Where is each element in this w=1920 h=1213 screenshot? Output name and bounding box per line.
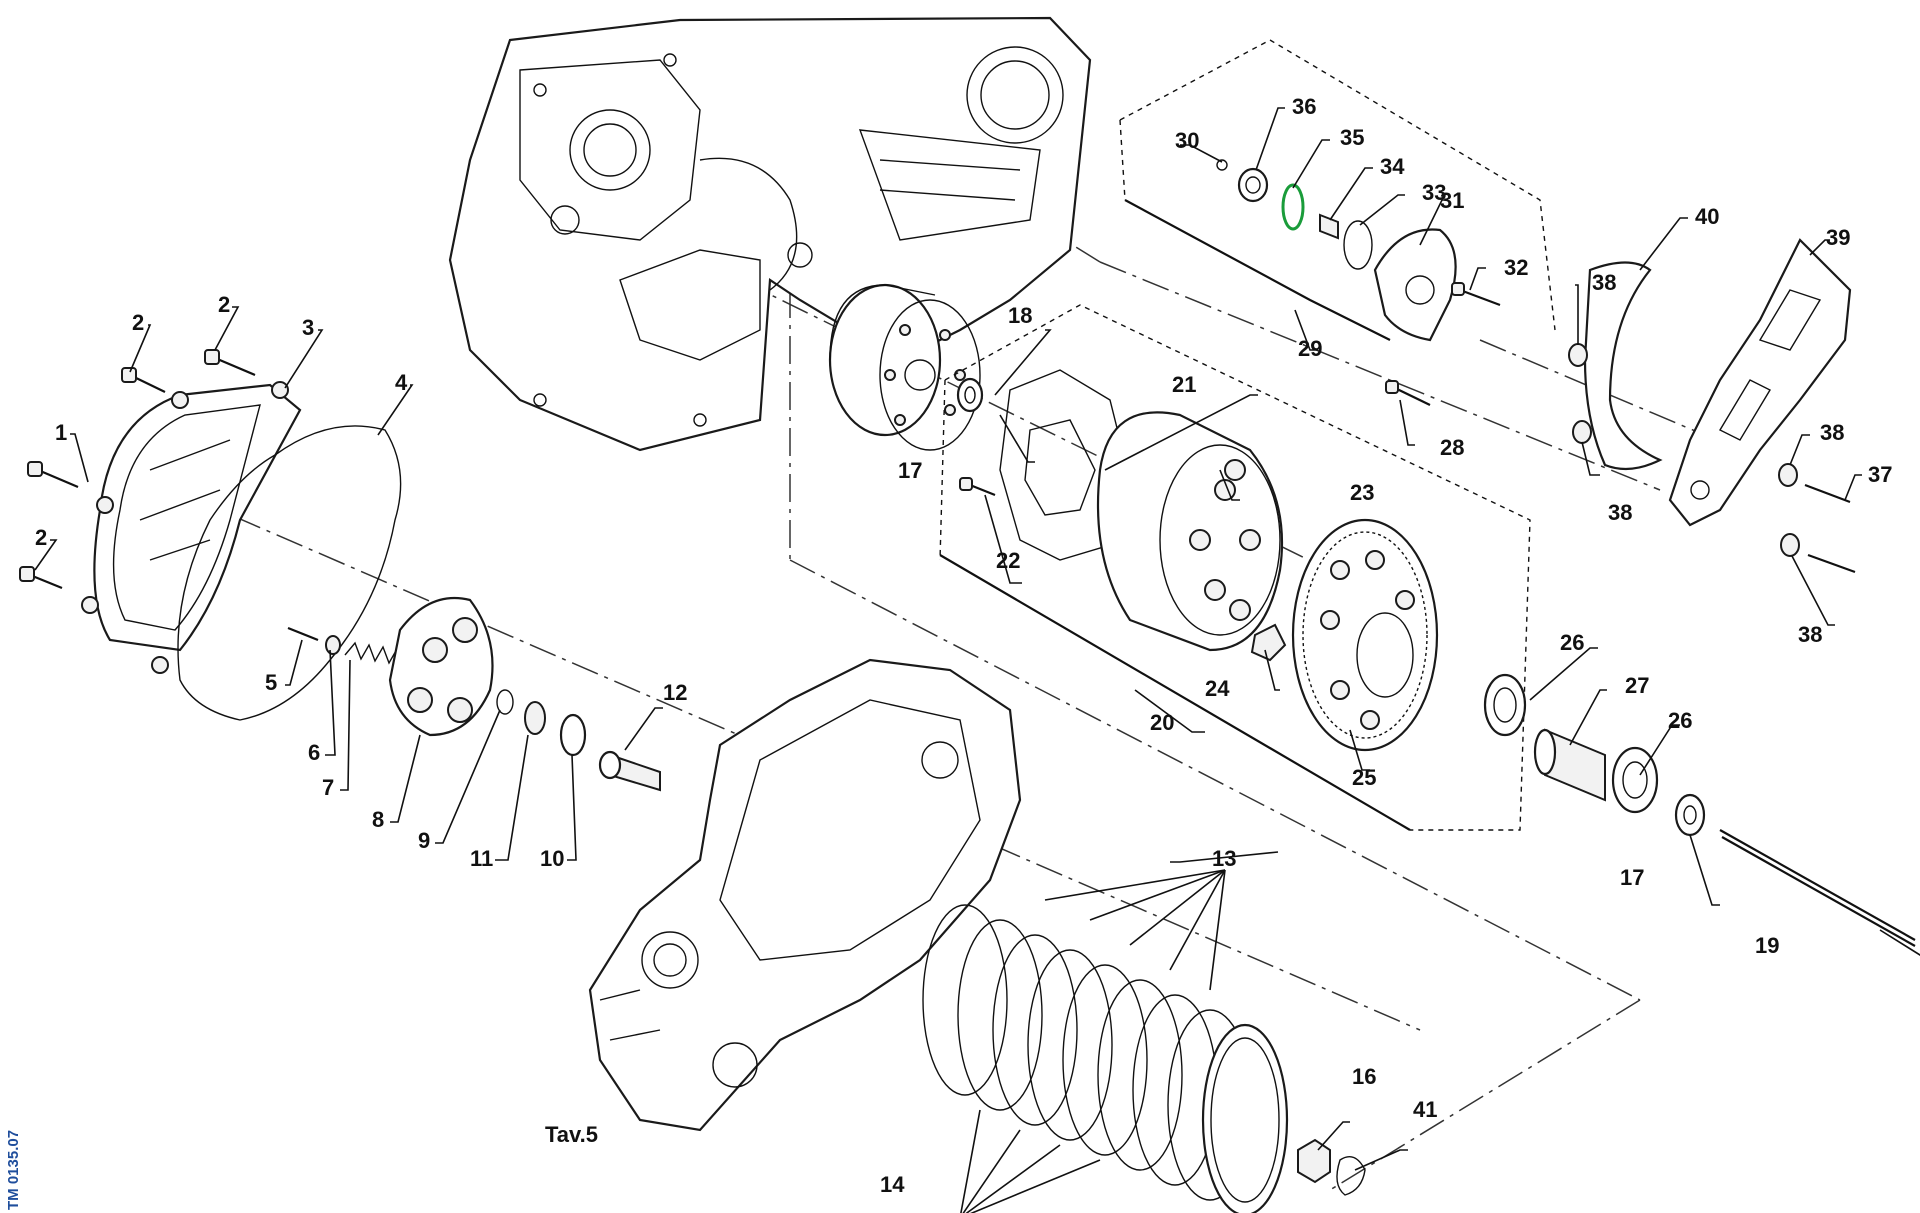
callout-6: 6	[308, 740, 320, 765]
lock-washer-41	[1336, 1156, 1366, 1196]
callout-37: 37	[1868, 462, 1892, 487]
screw-2-upper-left	[121, 367, 166, 393]
callout-30: 30	[1175, 128, 1199, 153]
callout-34: 34	[1380, 154, 1405, 179]
callout-19: 19	[1755, 933, 1779, 958]
callout-17: 17	[898, 458, 922, 483]
callout-38: 38	[1820, 420, 1844, 445]
clutch-plate-pack	[922, 904, 1289, 1213]
screws-37	[1804, 483, 1856, 574]
cover-gasket	[177, 425, 402, 721]
callout-39: 39	[1826, 225, 1850, 250]
group-boundary-29	[1119, 39, 1556, 341]
screw-2-lower	[19, 566, 63, 590]
callout-14: 14	[880, 1172, 905, 1197]
leader-lines	[34, 107, 1920, 1213]
guard-cover-39	[1668, 238, 1852, 527]
driven-gear-25	[1291, 518, 1439, 752]
thrust-washer-17-top	[956, 377, 984, 413]
push-rod-19	[1719, 829, 1916, 947]
slave-cylinder-group	[1216, 159, 1501, 406]
screw-1	[27, 461, 79, 489]
callout-12: 12	[663, 680, 687, 705]
callout-26: 26	[1668, 708, 1692, 733]
callout-3: 3	[302, 315, 314, 340]
callout-22: 22	[996, 548, 1020, 573]
callout-16: 16	[1352, 1064, 1376, 1089]
callout-38: 38	[1798, 622, 1822, 647]
callout-8: 8	[372, 807, 384, 832]
callout-28: 28	[1440, 435, 1464, 460]
callout-5: 5	[265, 670, 277, 695]
needle-bearing-26-right	[1611, 746, 1659, 814]
callout-17: 17	[1620, 865, 1644, 890]
callout-32: 32	[1504, 255, 1528, 280]
callout-labels: 1 2 2 2 3 4 5 6 7 8 9 10 11 12 13 14 16 …	[35, 94, 1892, 1197]
callout-23: 23	[1350, 480, 1374, 505]
callout-20: 20	[1150, 710, 1174, 735]
callout-21: 21	[1172, 372, 1196, 397]
callout-2: 2	[132, 310, 144, 335]
o-ring-35	[1281, 183, 1305, 231]
callout-11: 11	[470, 846, 493, 871]
clutch-spring	[344, 641, 398, 665]
callout-24: 24	[1205, 676, 1230, 701]
needle-bearing-26-left	[1483, 673, 1527, 737]
engine-crankcase	[448, 16, 1092, 452]
group-boundary-20	[939, 304, 1531, 831]
primary-gear	[828, 283, 981, 451]
callout-25: 25	[1352, 765, 1376, 790]
callout-10: 10	[540, 846, 564, 871]
clutch-basket-23	[1096, 411, 1284, 652]
reference-label-tav5: Tav.5	[545, 1122, 598, 1147]
callout-38: 38	[1608, 500, 1632, 525]
cover-screws	[19, 349, 256, 590]
callout-26: 26	[1560, 630, 1584, 655]
callout-41: 41	[1413, 1097, 1437, 1122]
spacers-38	[1568, 343, 1800, 557]
nut-24	[1250, 623, 1287, 662]
callout-2: 2	[35, 525, 47, 550]
callout-18: 18	[1008, 303, 1032, 328]
callout-40: 40	[1695, 204, 1719, 229]
screw-2-top	[204, 349, 256, 377]
callout-29: 29	[1298, 336, 1322, 361]
callout-13: 13	[1212, 846, 1236, 871]
inner-case-half	[588, 658, 1022, 1132]
bush-27	[1533, 728, 1606, 802]
guard-plate-40	[1583, 261, 1663, 471]
callout-2: 2	[218, 292, 230, 317]
drawing-code: TM 0135.07	[5, 1130, 22, 1210]
callout-38: 38	[1592, 270, 1616, 295]
callout-9: 9	[418, 828, 430, 853]
callout-1: 1	[55, 420, 67, 445]
callout-33: 33	[1422, 180, 1446, 205]
callout-35: 35	[1340, 125, 1364, 150]
callout-7: 7	[322, 775, 334, 800]
callout-4: 4	[395, 370, 408, 395]
clutch-cover	[81, 381, 302, 674]
callout-36: 36	[1292, 94, 1316, 119]
nut-16	[1297, 1138, 1331, 1184]
thrust-washer-17-bottom	[1674, 793, 1706, 837]
callout-31: 31	[1440, 188, 1464, 213]
pressure-plate-group	[287, 596, 661, 792]
bolt-22	[959, 477, 996, 497]
callout-27: 27	[1625, 673, 1649, 698]
